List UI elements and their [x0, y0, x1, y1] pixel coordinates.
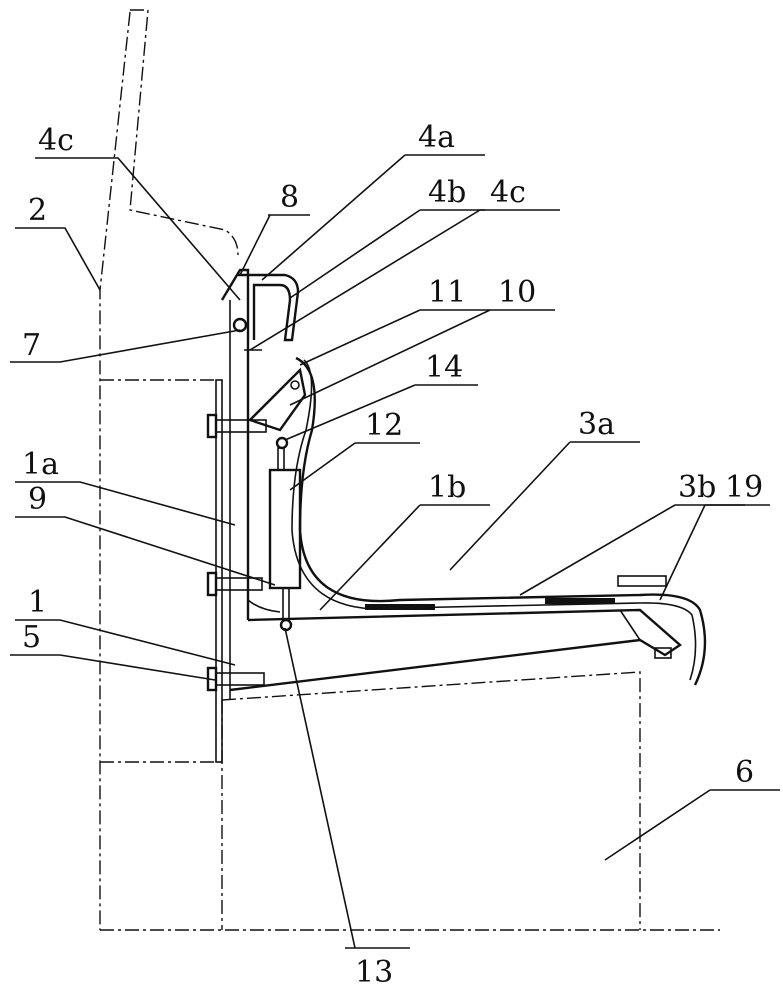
- label-7: 7: [22, 328, 41, 363]
- label-19: 19: [725, 470, 763, 505]
- label-8: 8: [280, 180, 299, 215]
- phantom-outlines: [99, 9, 720, 931]
- profile-4: [232, 273, 300, 351]
- label-1a: 1a: [22, 447, 59, 482]
- frame-1: [215, 268, 682, 763]
- label-1: 1: [28, 585, 47, 620]
- label-3a: 3a: [578, 407, 615, 442]
- label-10: 10: [498, 275, 536, 310]
- label-4c-left: 4c: [38, 123, 74, 158]
- label-6: 6: [735, 755, 754, 790]
- label-1b: 1b: [428, 470, 466, 505]
- leader-lines: [10, 154, 780, 949]
- reference-labels: 4c 2 8 4a 4b 4c 11 10 7 14 12 3a 3b 19 1…: [22, 120, 763, 990]
- label-3b: 3b: [678, 470, 716, 505]
- label-13: 13: [355, 955, 393, 990]
- gas-spring-12: [268, 436, 302, 632]
- label-4c-right: 4c: [490, 175, 526, 210]
- label-12: 12: [365, 408, 403, 443]
- label-5: 5: [22, 620, 41, 655]
- label-14: 14: [425, 350, 463, 385]
- label-4a: 4a: [418, 120, 455, 155]
- label-4b: 4b: [428, 175, 466, 210]
- seat-3: [247, 356, 707, 686]
- label-2: 2: [28, 193, 47, 228]
- label-11: 11: [428, 275, 466, 310]
- label-9: 9: [28, 482, 47, 517]
